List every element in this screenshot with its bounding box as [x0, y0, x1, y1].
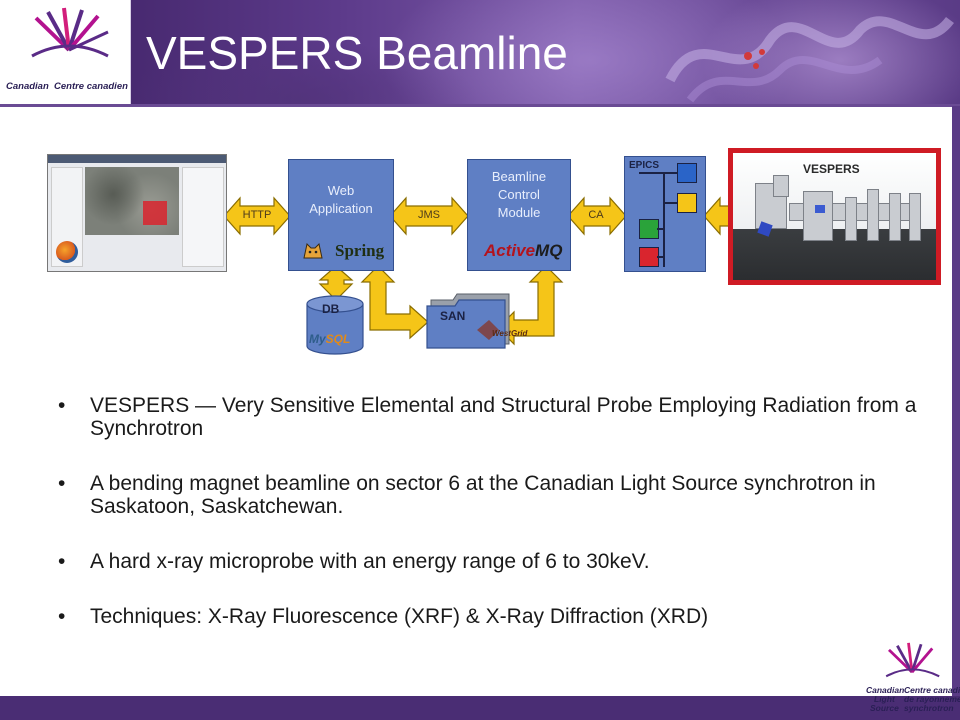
- mysql-my-text: My: [309, 332, 326, 346]
- bcm-label-line-3: Module: [497, 205, 541, 220]
- db-label: DB: [322, 302, 340, 316]
- architecture-diagram: Web Application Spring Beamline Control …: [0, 106, 960, 376]
- westgrid-logo: WestGrid: [492, 329, 528, 338]
- mysql-sql-text: SQL: [325, 332, 351, 346]
- footer-logo-en-line-3: Source: [870, 703, 899, 713]
- cls-logo-mark: [31, 7, 109, 58]
- page-title: VESPERS Beamline: [146, 27, 568, 79]
- tomcat-icon: [303, 242, 323, 259]
- logo-en-line-1: Canadian: [6, 81, 49, 92]
- san-label: SAN: [440, 309, 466, 323]
- epics-red-node: [639, 247, 659, 267]
- epics-bus-line: [663, 173, 665, 267]
- vespers-photo: VESPERS: [728, 148, 941, 285]
- epics-label: EPICS: [629, 160, 660, 171]
- bullet-item: VESPERS — Very Sensitive Elemental and S…: [58, 394, 918, 440]
- activemq-active-text: Active: [484, 241, 536, 260]
- webapp-san-arrow: [360, 265, 429, 340]
- footer-logo-en-line-1: Canadian: [866, 685, 905, 695]
- beamline-control-module-box: Beamline Control Module ActiveMQ: [467, 159, 571, 271]
- footer-logo-fr-line-3: synchrotron: [904, 703, 954, 713]
- spring-logo: Spring: [335, 241, 385, 260]
- mysql-logo: MySQL: [309, 332, 350, 346]
- activemq-logo: ActiveMQ: [484, 242, 562, 260]
- database-cylinder: [306, 295, 364, 355]
- epics-green-node: [639, 219, 659, 239]
- cls-logo: Canadian Light Source Centre canadien de…: [0, 0, 131, 106]
- bottom-border: [0, 696, 960, 720]
- epics-yellow-node: [677, 193, 697, 213]
- footer-logo-en-line-2: Light: [874, 694, 895, 704]
- vespers-label: VESPERS: [803, 162, 860, 176]
- jms-label: JMS: [418, 209, 440, 221]
- http-label: HTTP: [242, 209, 272, 221]
- footer-logo-fr-line-2: de rayonnement: [904, 694, 960, 704]
- bullet-item: A hard x-ray microprobe with an energy r…: [58, 550, 918, 573]
- cls-logo-footer: [862, 636, 952, 696]
- footer-logo-fr-line-1: Centre canadien: [904, 685, 960, 695]
- header-banner: Canadian Light Source Centre canadien de…: [0, 0, 960, 106]
- web-client-screenshot: [47, 154, 227, 272]
- epics-box: EPICS: [624, 156, 706, 272]
- logo-fr-line-1: Centre canadien: [54, 81, 128, 92]
- web-application-box: Web Application Spring: [288, 159, 394, 271]
- molecule-graphic: [665, 16, 954, 103]
- logo-wordmark: Canadian Light Source Centre canadien de…: [6, 62, 128, 102]
- epics-blue-node: [677, 163, 697, 183]
- bullet-item: A bending magnet beamline on sector 6 at…: [58, 472, 918, 518]
- san-storage-folder: [426, 293, 510, 349]
- bcm-label-line-1: Beamline: [491, 169, 547, 184]
- cls-logo-footer-mark: [885, 642, 940, 678]
- activemq-mq-text: MQ: [535, 241, 563, 260]
- web-app-label-line-2: Application: [309, 201, 373, 216]
- web-app-label-line-1: Web: [327, 183, 355, 198]
- bullet-item: Techniques: X-Ray Fluorescence (XRF) & X…: [58, 605, 918, 628]
- bcm-label-line-2: Control: [498, 187, 540, 202]
- bullet-list: VESPERS — Very Sensitive Elemental and S…: [58, 394, 918, 660]
- ca-label: CA: [588, 209, 604, 221]
- right-border: [952, 106, 960, 696]
- header-divider: [0, 104, 960, 107]
- firefox-icon: [56, 241, 78, 263]
